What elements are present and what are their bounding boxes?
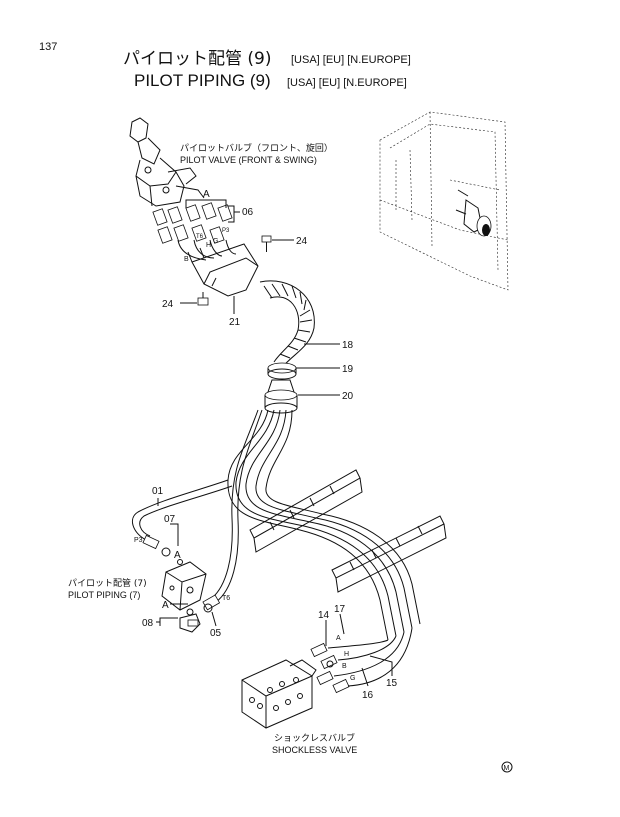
frame-members [249, 469, 447, 593]
leader-08 [156, 617, 178, 626]
leader-A-top [185, 199, 227, 208]
part-21: 21 [229, 317, 241, 328]
port-letter-a-mid: A [174, 550, 181, 561]
title-tags-en: [USA] [EU] [N.EUROPE] [287, 77, 407, 89]
port-letter-a-top: A [203, 189, 210, 200]
port-letter-h: H [206, 242, 211, 249]
clamp-19 [267, 362, 297, 380]
corrugated-hose [259, 280, 315, 369]
shockless-fittings [310, 642, 350, 694]
fitting-p3 [142, 534, 171, 557]
title-tags-jp: [USA] [EU] [N.EUROPE] [291, 54, 411, 66]
cab-sketch [379, 111, 509, 291]
part-17: 17 [334, 604, 346, 615]
fitting-t6 [202, 594, 221, 613]
cab-valve-detail [455, 189, 492, 237]
port-letter-a-low: A [162, 600, 169, 611]
part-07: 07 [164, 514, 176, 525]
port-letter-sh-h: H [344, 651, 349, 658]
port-letter-sh-b: B [342, 663, 347, 670]
pilot-valve-assembly [129, 117, 205, 207]
leader-07 [170, 523, 179, 546]
shockless-valve-body [241, 659, 317, 729]
part-01: 01 [152, 486, 164, 497]
pilot-piping-7-block [161, 561, 207, 611]
o-ring-08 [186, 608, 194, 616]
shockless-hoses [327, 627, 413, 687]
pilot-valve-label-en: PILOT VALVE (FRONT & SWING) [180, 155, 317, 165]
part-08: 08 [142, 618, 154, 629]
page-number: 137 [39, 41, 57, 53]
circled-mark [501, 761, 513, 773]
port-letter-sh-g: G [350, 675, 355, 682]
grommet-20 [264, 379, 298, 414]
part-24-lower: 24 [162, 299, 174, 310]
port-letter-p3-small: P3 [222, 228, 230, 234]
leader-15 [369, 655, 393, 676]
port-letter-p3: P3 [134, 537, 143, 544]
port-letter-t6-small: T6 [196, 234, 204, 240]
pilot-piping-7-label-jp: パイロット配管 (7) [68, 577, 147, 589]
part-24-upper: 24 [296, 236, 308, 247]
port-letter-sh-a: A [336, 635, 341, 642]
o-ring-07 [177, 559, 183, 565]
valve-fittings [152, 202, 233, 244]
title-en: PILOT PIPING (9) [134, 71, 271, 90]
elbow-08 [179, 613, 201, 633]
circled-mark-letter: M [504, 765, 510, 772]
bolt-24-upper [261, 235, 272, 252]
leader-17 [339, 613, 345, 635]
part-14: 14 [318, 610, 330, 621]
port-letter-g: G [213, 238, 218, 245]
pilot-valve-label-jp: パイロットバルブ（フロント、旋回） [180, 142, 333, 154]
title-jp: パイロット配管 (9) [123, 49, 271, 69]
port-letter-t6: T6 [222, 595, 230, 602]
valve-hoses [177, 239, 237, 263]
part-16: 16 [362, 690, 374, 701]
hose-01 [131, 479, 233, 541]
bracket-21 [191, 243, 259, 297]
part-18: 18 [342, 340, 354, 351]
part-15: 15 [386, 678, 398, 689]
leader-16 [361, 667, 369, 687]
hose-bundle [211, 409, 421, 641]
part-05: 05 [210, 628, 222, 639]
leader-06 [228, 205, 240, 223]
shockless-valve-label-en: SHOCKLESS VALVE [272, 745, 357, 755]
part-20: 20 [342, 391, 354, 402]
bolt-24-lower [197, 292, 209, 306]
part-06: 06 [242, 207, 254, 218]
shockless-valve-label-jp: ショックレスバルブ [274, 732, 355, 744]
leader-05 [211, 611, 217, 627]
pilot-piping-7-label-en: PILOT PIPING (7) [68, 590, 140, 600]
part-19: 19 [342, 364, 354, 375]
port-letter-b: B [184, 256, 189, 263]
